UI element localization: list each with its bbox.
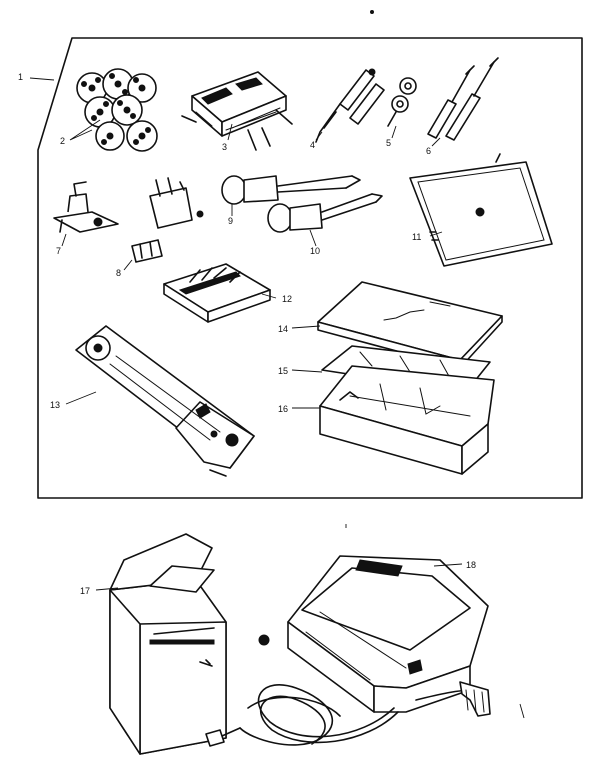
part-seam-ripper: [315, 68, 385, 143]
callout-6: 6: [426, 146, 431, 156]
callout-17: 17: [80, 586, 90, 596]
part-screw: [258, 634, 270, 646]
part-attachments: [131, 177, 204, 263]
callout-16: 16: [278, 404, 288, 414]
callout-8: 8: [116, 268, 121, 278]
part-carton: [109, 533, 227, 755]
part-presser-foot: [53, 181, 119, 233]
part-spool-discs: [387, 77, 417, 127]
callout-labels: 1 2 3 4 5 6 7 8 9 10 11 12 13 14 15 16 1…: [18, 72, 476, 596]
callout-7: 7: [56, 246, 61, 256]
part-lamp-bulb: [221, 175, 361, 205]
callout-4: 4: [310, 140, 315, 150]
callout-12: 12: [282, 294, 292, 304]
callout-5: 5: [386, 138, 391, 148]
leader-lines: [29, 77, 463, 591]
part-bobbins: [76, 68, 158, 152]
callout-13: 13: [50, 400, 60, 410]
print-marks: [345, 10, 525, 719]
accessory-kit-frame: [37, 37, 583, 499]
callout-9: 9: [228, 216, 233, 226]
callout-14: 14: [278, 324, 288, 334]
callout-3: 3: [222, 142, 227, 152]
part-foot-controller: [205, 555, 491, 747]
part-needle-card: [163, 263, 271, 323]
part-box-base: [319, 365, 495, 475]
callout-2: 2: [60, 136, 65, 146]
part-screwdrivers: [427, 57, 499, 141]
callout-10: 10: [310, 246, 320, 256]
part-needle-pack: [181, 71, 293, 151]
callout-11: 11: [412, 232, 421, 242]
callout-1: 1: [18, 72, 23, 82]
part-tool-case: [75, 325, 255, 477]
part-plate-11: [409, 153, 553, 267]
callout-15: 15: [278, 366, 288, 376]
callout-18: 18: [466, 560, 476, 570]
part-tool-10: [267, 193, 383, 233]
